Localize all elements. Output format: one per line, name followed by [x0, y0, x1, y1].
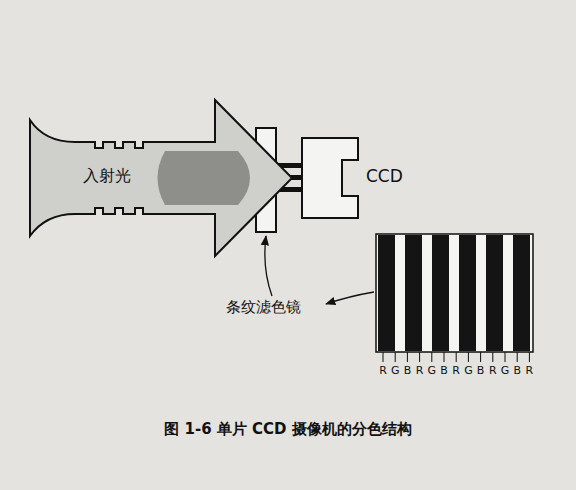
- color-letter: R: [489, 364, 497, 377]
- ccd-chip: CCD: [300, 136, 415, 220]
- color-letter: B: [477, 364, 485, 377]
- arrow-shape: [28, 96, 296, 262]
- filter-label: 条纹滤色镜: [226, 298, 301, 317]
- color-letter: R: [526, 364, 534, 377]
- figure-caption: 图 1-6 单片 CCD 摄像机的分色结构: [164, 420, 411, 439]
- color-letter: R: [452, 364, 460, 377]
- leader-line: [326, 292, 374, 304]
- stripe-filter: [376, 234, 533, 362]
- color-letter: G: [428, 364, 437, 377]
- color-letter: G: [391, 364, 400, 377]
- light-arrow: 入射光: [28, 96, 296, 262]
- color-letter: R: [416, 364, 424, 377]
- color-letter: B: [513, 364, 521, 377]
- arrow-label: 入射光: [83, 166, 131, 187]
- color-letter: G: [501, 364, 510, 377]
- color-letter: R: [379, 364, 387, 377]
- leader-line: [265, 236, 272, 296]
- color-letter: G: [464, 364, 473, 377]
- color-letter: B: [404, 364, 412, 377]
- chip-label: CCD: [366, 166, 403, 186]
- color-letter: B: [440, 364, 448, 377]
